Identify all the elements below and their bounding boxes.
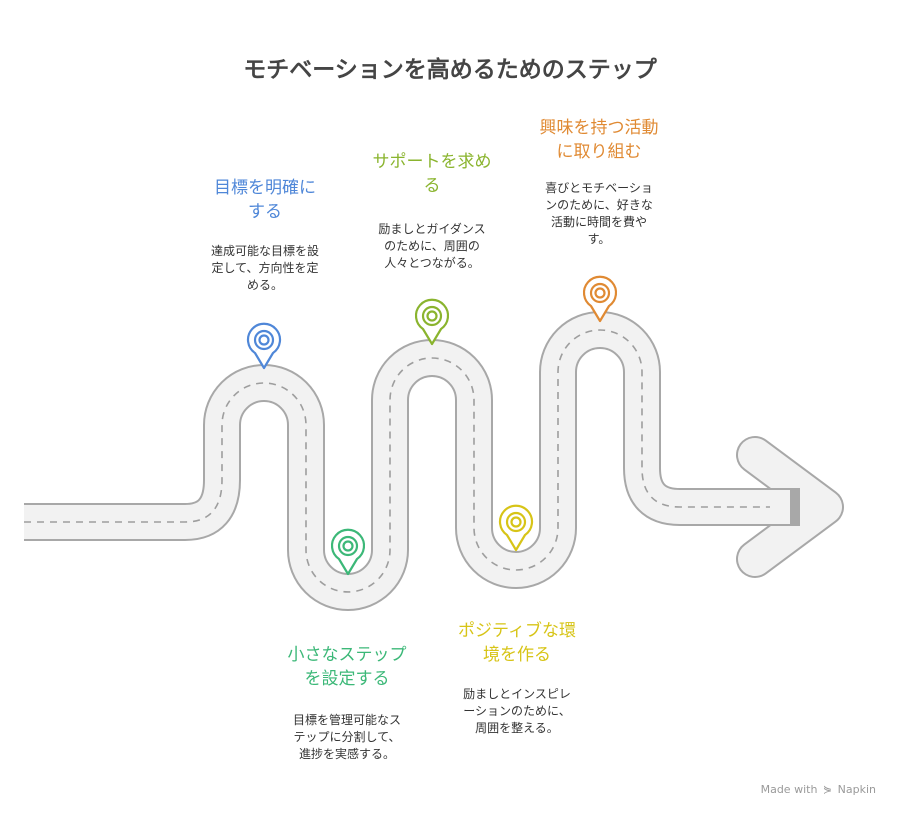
step-heading-seek-support: サポートを求め る	[372, 152, 492, 196]
step-heading-small-steps: 小さなステップ を設定する	[287, 645, 407, 689]
step-heading-positive-environment: ポジティブな環 境を作る	[458, 621, 576, 665]
location-pin-icon	[498, 504, 534, 552]
location-pin-icon	[330, 528, 366, 576]
step-heading-clarify-goals: 目標を明確に する	[214, 178, 316, 222]
step-description-clarify-goals: 達成可能な目標を設 定して、方向性を定 める。	[210, 244, 319, 292]
step-description-positive-environment: 励ましとインスピレ ーションのために、 周囲を整える。	[463, 687, 571, 735]
location-pin-icon	[582, 275, 618, 323]
step-description-small-steps: 目標を管理可能なス テップに分割して、 進捗を実感する。	[292, 713, 401, 761]
road-arrow-head-fill	[738, 438, 842, 576]
step-description-seek-support: 励ましとガイダンス のために、周囲の 人々とつながる。	[378, 222, 486, 270]
location-pin-icon	[414, 298, 450, 346]
napkin-logo-icon: ⋟	[822, 783, 833, 796]
footer-made-with: Made with	[760, 783, 818, 796]
step-heading-engaging-activities: 興味を持つ活動 に取り組む	[539, 118, 659, 162]
step-description-engaging-activities: 喜びとモチベーショ ンのために、好きな 活動に時間を費や す。	[545, 181, 653, 246]
footer-attribution: Made with ⋟ Napkin	[761, 783, 876, 796]
page-title: モチベーションを高めるためのステップ	[243, 57, 657, 83]
footer-brand: Napkin	[837, 783, 876, 796]
location-pin-icon	[246, 322, 282, 370]
road-center-line	[24, 329, 770, 593]
